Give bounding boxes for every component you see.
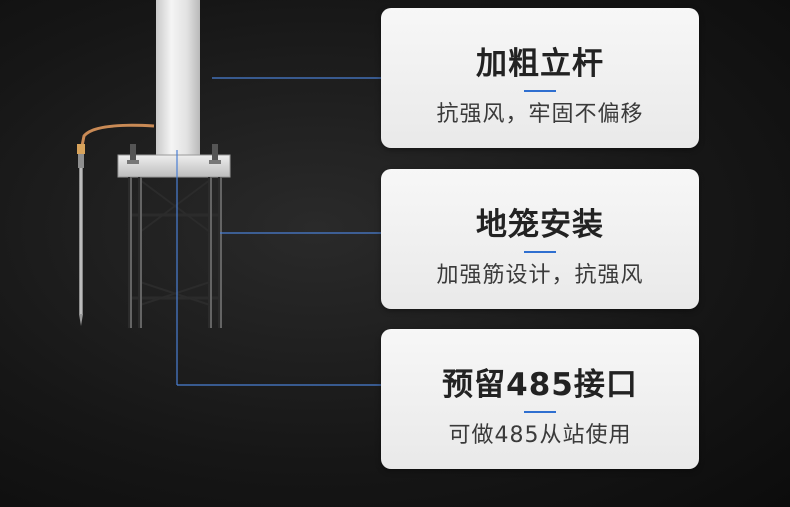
grounding-rod [77,123,155,326]
leader-lines [176,77,408,386]
title-underline [524,251,556,253]
feature-card-ground-cage: 地笼安装 加强筋设计，抗强风 [381,169,699,309]
base-plate [117,144,231,178]
feature-subtitle: 可做485从站使用 [448,423,632,448]
pole-shaft [156,0,200,170]
feature-title: 地笼安装 [476,207,604,243]
feature-subtitle: 加强筋设计，抗强风 [436,263,644,288]
feature-title: 加粗立杆 [476,46,604,82]
feature-subtitle: 抗强风，牢固不偏移 [436,102,644,127]
feature-title: 预留485接口 [442,367,638,403]
title-underline [524,90,556,92]
feature-card-485-interface: 预留485接口 可做485从站使用 [381,329,699,469]
title-underline [524,411,556,413]
ground-cage [128,177,222,328]
feature-card-thick-pole: 加粗立杆 抗强风，牢固不偏移 [381,8,699,148]
